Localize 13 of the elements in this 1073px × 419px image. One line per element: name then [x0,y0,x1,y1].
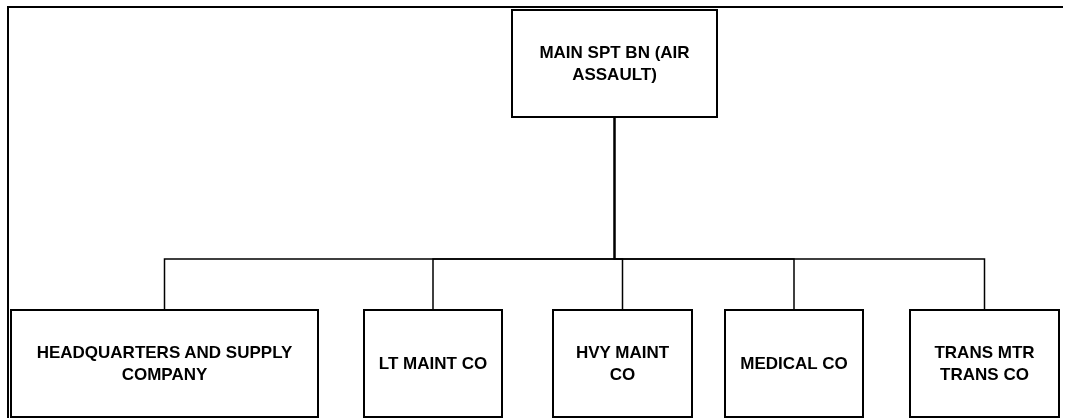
unit-box [511,9,718,118]
unit-box [552,309,693,418]
unit-name: HVY MAINT CO [574,341,671,386]
connector-line [613,117,986,310]
unit-name: MAIN SPT BN (AIR ASSAULT) [538,41,691,86]
unit-box [363,309,503,418]
unit-box [724,309,864,418]
unit-name: LT MAINT CO [378,352,488,375]
unit-box [909,309,1060,418]
unit-name: MEDICAL CO [740,352,848,375]
unit-name: TRANS MTR TRANS CO [933,341,1036,386]
unit-box [10,309,319,418]
unit-name: HEADQUARTERS AND SUPPLY COMPANY [35,341,294,386]
